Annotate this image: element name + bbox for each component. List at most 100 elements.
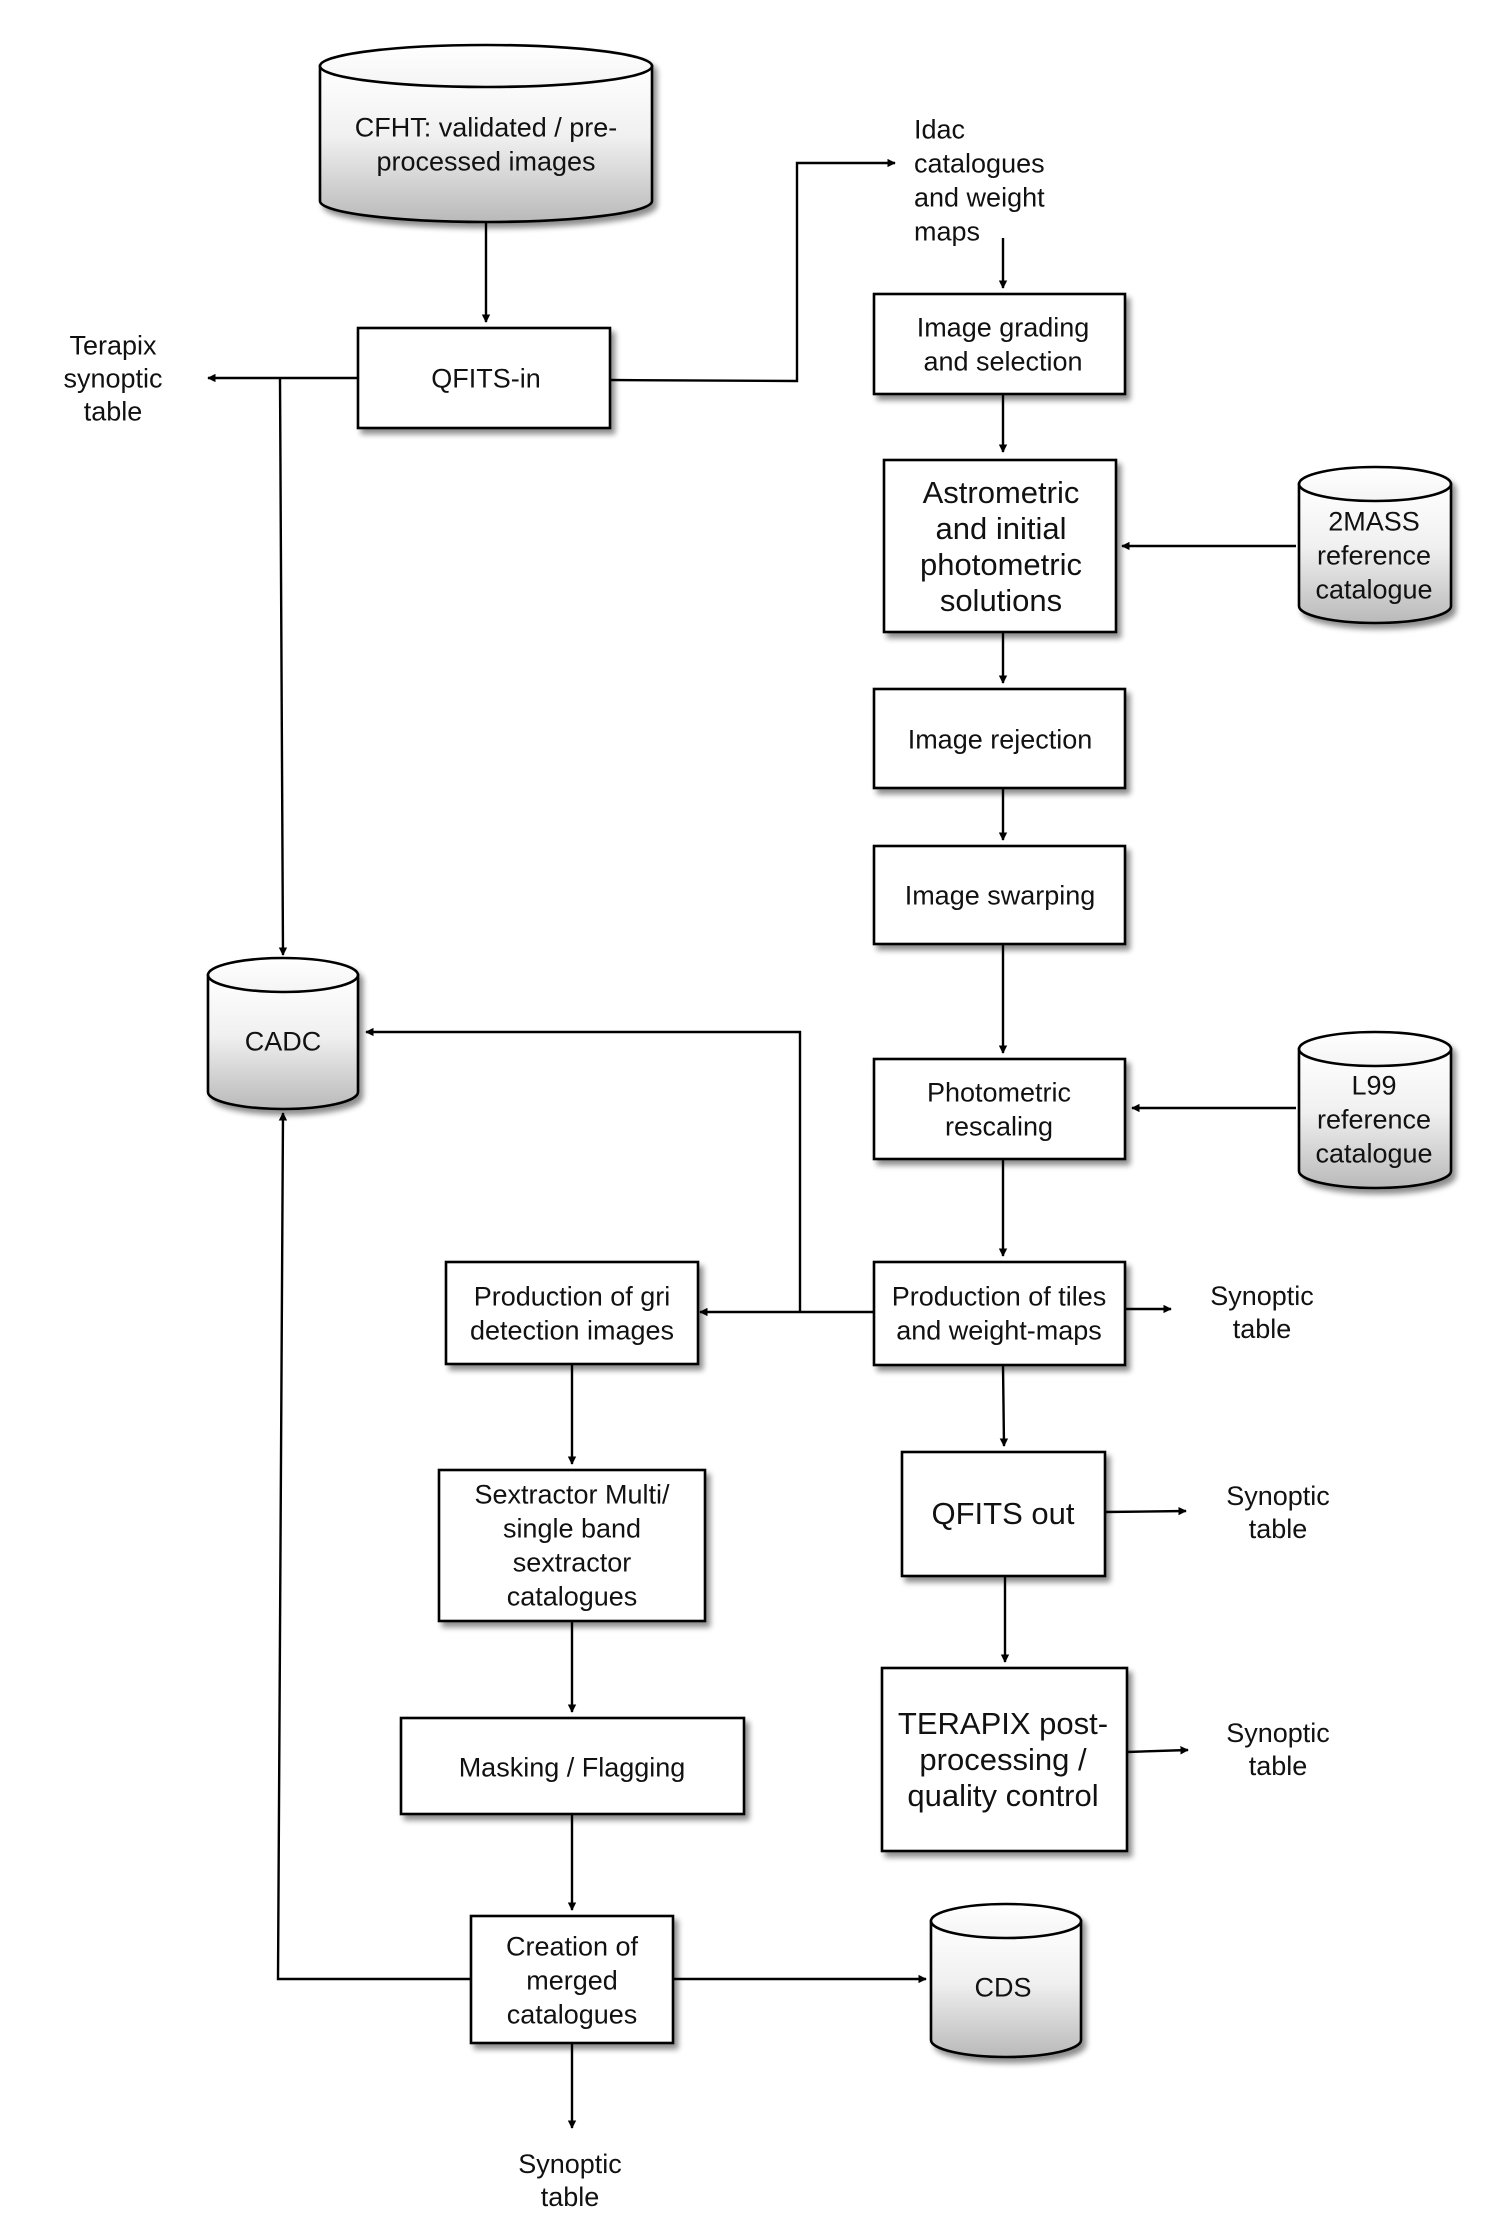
cylinder-cfht	[318, 43, 654, 224]
label-line: detection images	[470, 1316, 674, 1346]
label-line: processing /	[919, 1742, 1087, 1777]
label-cds: CDS	[974, 1973, 1031, 2003]
label-line: solutions	[940, 583, 1062, 618]
label-line: catalogues	[507, 1582, 638, 1612]
box-terapix-post	[880, 1666, 1129, 1853]
label-line: CDS	[974, 1973, 1031, 2003]
box-merged	[469, 1914, 675, 2045]
label-line: Terapix	[69, 331, 157, 361]
label-line: and weight-maps	[896, 1316, 1102, 1346]
label-qfits-out: QFITS out	[932, 1496, 1075, 1531]
label-tiles: Production of tiles and weight-maps	[892, 1282, 1107, 1346]
box-qfits-in	[356, 326, 612, 430]
label-line: Production of tiles	[892, 1282, 1107, 1312]
edge-qfits-out-to-synoptic	[1104, 1506, 1187, 1516]
label-line: Image rejection	[908, 725, 1093, 755]
label-line: and selection	[923, 347, 1082, 377]
cylinder-cds	[929, 1902, 1083, 2059]
label-line: table	[1233, 1314, 1292, 1344]
label-photometric: Photometric rescaling	[927, 1078, 1071, 1142]
label-line: single band	[503, 1514, 641, 1544]
box-photometric	[872, 1057, 1127, 1161]
label-cfht: CFHT: validated / pre-processed images	[355, 113, 618, 177]
label-line: catalogues	[507, 2000, 638, 2030]
edge-tiles-to-cadc	[365, 1027, 802, 1312]
label-line: rescaling	[945, 1112, 1053, 1142]
label-line: Creation of	[506, 1932, 639, 1962]
label-line: table	[84, 397, 143, 427]
label-line: reference	[1317, 541, 1431, 571]
label-line: Astrometric	[923, 475, 1080, 510]
label-line: Production of gri	[474, 1282, 671, 1312]
edge-terapix-post-to-synoptic	[1126, 1746, 1189, 1755]
label-line: merged	[526, 1966, 618, 1996]
edge-qfits-in-to-cadc	[278, 377, 288, 956]
label-line: Photometric	[927, 1078, 1071, 1108]
edge-merged-to-cadc	[276, 1112, 470, 1981]
label-line: processed images	[376, 147, 595, 177]
box-masking	[399, 1716, 746, 1816]
label-masking: Masking / Flagging	[459, 1753, 686, 1783]
label-line: catalogue	[1315, 1139, 1432, 1169]
label-line: TERAPIX post-	[898, 1706, 1108, 1741]
label-line: QFITS-in	[431, 364, 541, 394]
edge-qfits-in-to-idac	[608, 158, 896, 383]
label-line: table	[541, 2182, 600, 2212]
label-line: Synoptic	[1226, 1718, 1330, 1748]
label-swarping: Image swarping	[905, 881, 1096, 911]
cylinder-2mass	[1297, 465, 1453, 625]
label-line: Idac	[914, 115, 965, 145]
label-line: CFHT: validated / pre-	[355, 113, 618, 143]
label-merged: Creation of merged catalogues	[506, 1932, 639, 2030]
process-boxes	[356, 292, 1129, 2045]
cylinder-l99	[1297, 1030, 1453, 1190]
label-line: maps	[914, 217, 980, 247]
box-qfits-out	[900, 1450, 1107, 1578]
label-line: Image grading	[917, 313, 1090, 343]
label-terapix-post: TERAPIX post-processing /quality control	[898, 1706, 1108, 1813]
box-tiles	[872, 1260, 1127, 1367]
label-line: CADC	[245, 1027, 322, 1057]
label-rejection: Image rejection	[908, 725, 1093, 755]
label-line: Synoptic	[518, 2149, 622, 2179]
box-gri	[444, 1260, 700, 1366]
label-qfits-in: QFITS-in	[431, 364, 541, 394]
edge-tiles-to-qfits-out	[999, 1364, 1009, 1447]
label-line: photometric	[920, 547, 1082, 582]
connectors	[207, 158, 1296, 2129]
label-line: table	[1249, 1514, 1308, 1544]
box-swarping	[872, 844, 1127, 946]
label-line: Image swarping	[905, 881, 1096, 911]
label-line: Synoptic	[1226, 1481, 1330, 1511]
label-line: Masking / Flagging	[459, 1753, 686, 1783]
box-rejection	[872, 687, 1127, 790]
label-sextractor: Sextractor Multi/single band sextractor ca…	[474, 1480, 670, 1612]
label-line: 2MASS	[1328, 507, 1420, 537]
label-line: synoptic	[63, 364, 162, 394]
label-line: quality control	[907, 1778, 1098, 1813]
label-line: and weight	[914, 183, 1045, 213]
label-line: Sextractor Multi/	[474, 1480, 670, 1510]
label-gri: Production of gri detection images	[470, 1282, 674, 1346]
label-line: L99	[1351, 1071, 1396, 1101]
label-line: and initial	[936, 511, 1067, 546]
box-astrometric	[882, 458, 1118, 634]
label-grading: Image grading and selection	[917, 313, 1090, 377]
label-line: QFITS out	[932, 1496, 1075, 1531]
box-sextractor	[437, 1468, 707, 1623]
label-cadc: CADC	[245, 1027, 322, 1057]
label-line: catalogue	[1315, 575, 1432, 605]
label-line: sextractor	[513, 1548, 632, 1578]
labels: CFHT: validated / pre-processed imagesQF…	[63, 113, 1432, 2212]
box-grading	[872, 292, 1127, 396]
label-line: Synoptic	[1210, 1281, 1314, 1311]
